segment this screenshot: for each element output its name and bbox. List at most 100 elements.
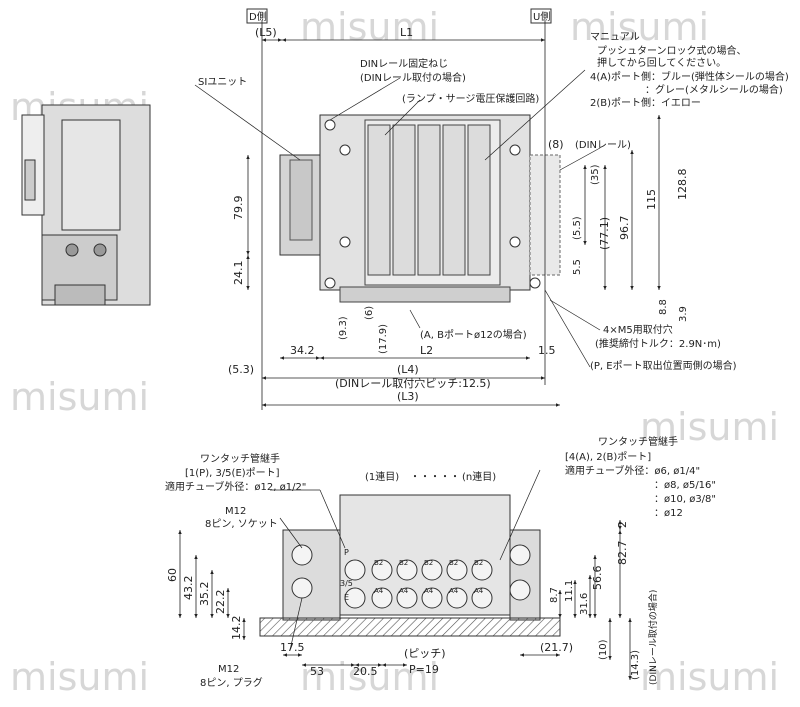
station-first: (1連目) xyxy=(365,470,399,483)
dim-77-1: (77.1) xyxy=(598,217,611,250)
port-b2-3: B2 xyxy=(424,559,433,567)
port-b2-5: B2 xyxy=(474,559,483,567)
fitting-left-title: ワンタッチ管継手 xyxy=(200,452,280,465)
dim-35-2: 35.2 xyxy=(198,582,211,607)
din-screw-note: (DINレール取付の場合) xyxy=(360,71,466,84)
u-side-label: U側 xyxy=(533,10,550,23)
dim-35: (35) xyxy=(590,164,601,185)
dim-60: 60 xyxy=(166,568,179,582)
dim-14-2: 14.2 xyxy=(230,616,243,641)
dim-20-5: 20.5 xyxy=(353,665,378,678)
manual-line5: 2(B)ポート側：イエロー xyxy=(590,96,701,109)
dim-17-9: (17.9) xyxy=(378,324,389,354)
dim-1-5: 1.5 xyxy=(538,344,556,357)
dim-l5: (L5) xyxy=(255,26,277,39)
socket-pins-label: 8ピン, ソケット xyxy=(205,518,278,530)
dim-128-8: 128.8 xyxy=(676,169,689,201)
mount-hole-label: 4×M5用取付穴 xyxy=(603,323,673,336)
dim-11-1: 11.1 xyxy=(564,580,575,602)
manual-line3: 4(A)ポート側：ブルー(弾性体シールの場合) xyxy=(590,70,789,83)
port-a4-5: A4 xyxy=(474,587,484,595)
plug-pins-label: 8ピン, プラグ xyxy=(200,676,263,689)
dim-21-7: (21.7) xyxy=(540,641,573,654)
ab-port-label: (A, Bポートø12の場合) xyxy=(420,328,527,341)
din-note-label: (DINレール取付の場合) xyxy=(647,590,659,685)
dim-9-3: (9.3) xyxy=(338,316,349,340)
station-nth: (n連目) xyxy=(462,470,496,483)
dim-34-2: 34.2 xyxy=(290,344,315,357)
dim-24-1: 24.1 xyxy=(232,261,245,286)
dim-l2: L2 xyxy=(420,344,433,357)
fitting-right-ports: [4(A), 2(B)ポート] xyxy=(565,451,651,463)
watermark: misumi misumi misumi misumi misumi misum… xyxy=(10,5,779,699)
port-b2-2: B2 xyxy=(399,559,408,567)
pitch-label: (ピッチ) xyxy=(404,647,446,660)
pitch-value: P=19 xyxy=(409,663,439,676)
dim-6: (6) xyxy=(364,306,375,320)
m12-socket-label: M12 xyxy=(225,506,246,517)
port-e-b: E xyxy=(344,593,349,602)
fitting-left-tube: 適用チューブ外径：ø12, ø1/2" xyxy=(165,480,306,493)
m12-plug-label: M12 xyxy=(218,664,239,675)
dim-5-3: (5.3) xyxy=(228,363,254,376)
manual-line2: 押してから回してください。 xyxy=(597,56,726,69)
port-a4-2: A4 xyxy=(399,587,409,595)
pe-port-label: (P, Eポート取出位置両側の場合) xyxy=(590,359,737,372)
svg-text:misumi: misumi xyxy=(640,405,779,449)
dim-8-7: 8.7 xyxy=(549,587,560,603)
dim-l1: L1 xyxy=(400,26,413,39)
dim-8: (8) xyxy=(548,138,564,151)
dim-10: (10) xyxy=(598,639,609,660)
dim-96-7: 96.7 xyxy=(618,216,631,241)
svg-text:misumi: misumi xyxy=(300,5,439,49)
dim-8-8: 8.8 xyxy=(658,299,669,315)
manual-line4: ：グレー(メタルシールの場合) xyxy=(645,83,783,96)
din-screw-label: DINレール固定ねじ xyxy=(360,57,448,70)
si-unit-label: SIユニット xyxy=(198,77,247,88)
svg-text:misumi: misumi xyxy=(10,655,149,699)
dim-5-5b: 5.5 xyxy=(572,259,583,275)
torque-label: (推奨締付トルク：2.9N･m) xyxy=(595,337,721,350)
port-a4-4: A4 xyxy=(449,587,459,595)
port-e-a: 3/5 xyxy=(340,579,353,588)
svg-text:misumi: misumi xyxy=(300,655,439,699)
tube-2-label: ：ø8, ø5/16" xyxy=(654,480,716,491)
manual-line1: プッシュターンロック式の場合、 xyxy=(597,44,747,57)
dim-l4: (L4) xyxy=(397,363,419,376)
port-a4-3: A4 xyxy=(424,587,434,595)
dim-l3: (L3) xyxy=(397,390,419,403)
tube-1-label: 適用チューブ外径：ø6, ø1/4" xyxy=(565,464,700,477)
tube-3-label: ：ø10, ø3/8" xyxy=(654,494,716,505)
din-rail-label: (DINレール) xyxy=(575,140,631,151)
bottom-view: P 3/5 E B2 B2 B2 B2 B2 A4 A4 A4 A4 A4 ワン… xyxy=(165,435,716,689)
dim-2: 2 xyxy=(616,521,629,528)
fitting-right-title: ワンタッチ管継手 xyxy=(598,435,678,448)
dim-3-9: 3.9 xyxy=(678,306,689,322)
dim-115: 115 xyxy=(645,189,658,210)
dim-14-3: (14.3) xyxy=(630,650,641,680)
dim-31-6: 31.6 xyxy=(579,593,590,615)
port-b2-4: B2 xyxy=(449,559,458,567)
port-b2-1: B2 xyxy=(374,559,383,567)
top-view: D側 U側 xyxy=(194,8,789,410)
dim-53: 53 xyxy=(310,665,324,678)
port-p: P xyxy=(344,548,349,557)
dim-79-9: 79.9 xyxy=(232,196,245,221)
fitting-left-ports: [1(P), 3/5(E)ポート] xyxy=(185,467,280,479)
svg-text:misumi: misumi xyxy=(640,655,779,699)
dim-17-5: 17.5 xyxy=(280,641,305,654)
dim-56-6: 56.6 xyxy=(591,566,604,591)
svg-text:misumi: misumi xyxy=(10,375,149,419)
dim-43-2: 43.2 xyxy=(182,576,195,601)
dim-22-2: 22.2 xyxy=(214,590,227,615)
side-view xyxy=(21,104,151,306)
dim-5-5a: (5.5) xyxy=(572,216,583,240)
port-a4-1: A4 xyxy=(374,587,384,595)
station-dots: ・・・・・ xyxy=(410,472,460,483)
tube-4-label: ：ø12 xyxy=(654,508,683,519)
ab-port-circles xyxy=(371,559,493,609)
d-side-label: D側 xyxy=(249,10,267,23)
din-pitch-label: (DINレール取付穴ピッチ:12.5) xyxy=(335,376,491,390)
svg-text:misumi: misumi xyxy=(570,5,709,49)
